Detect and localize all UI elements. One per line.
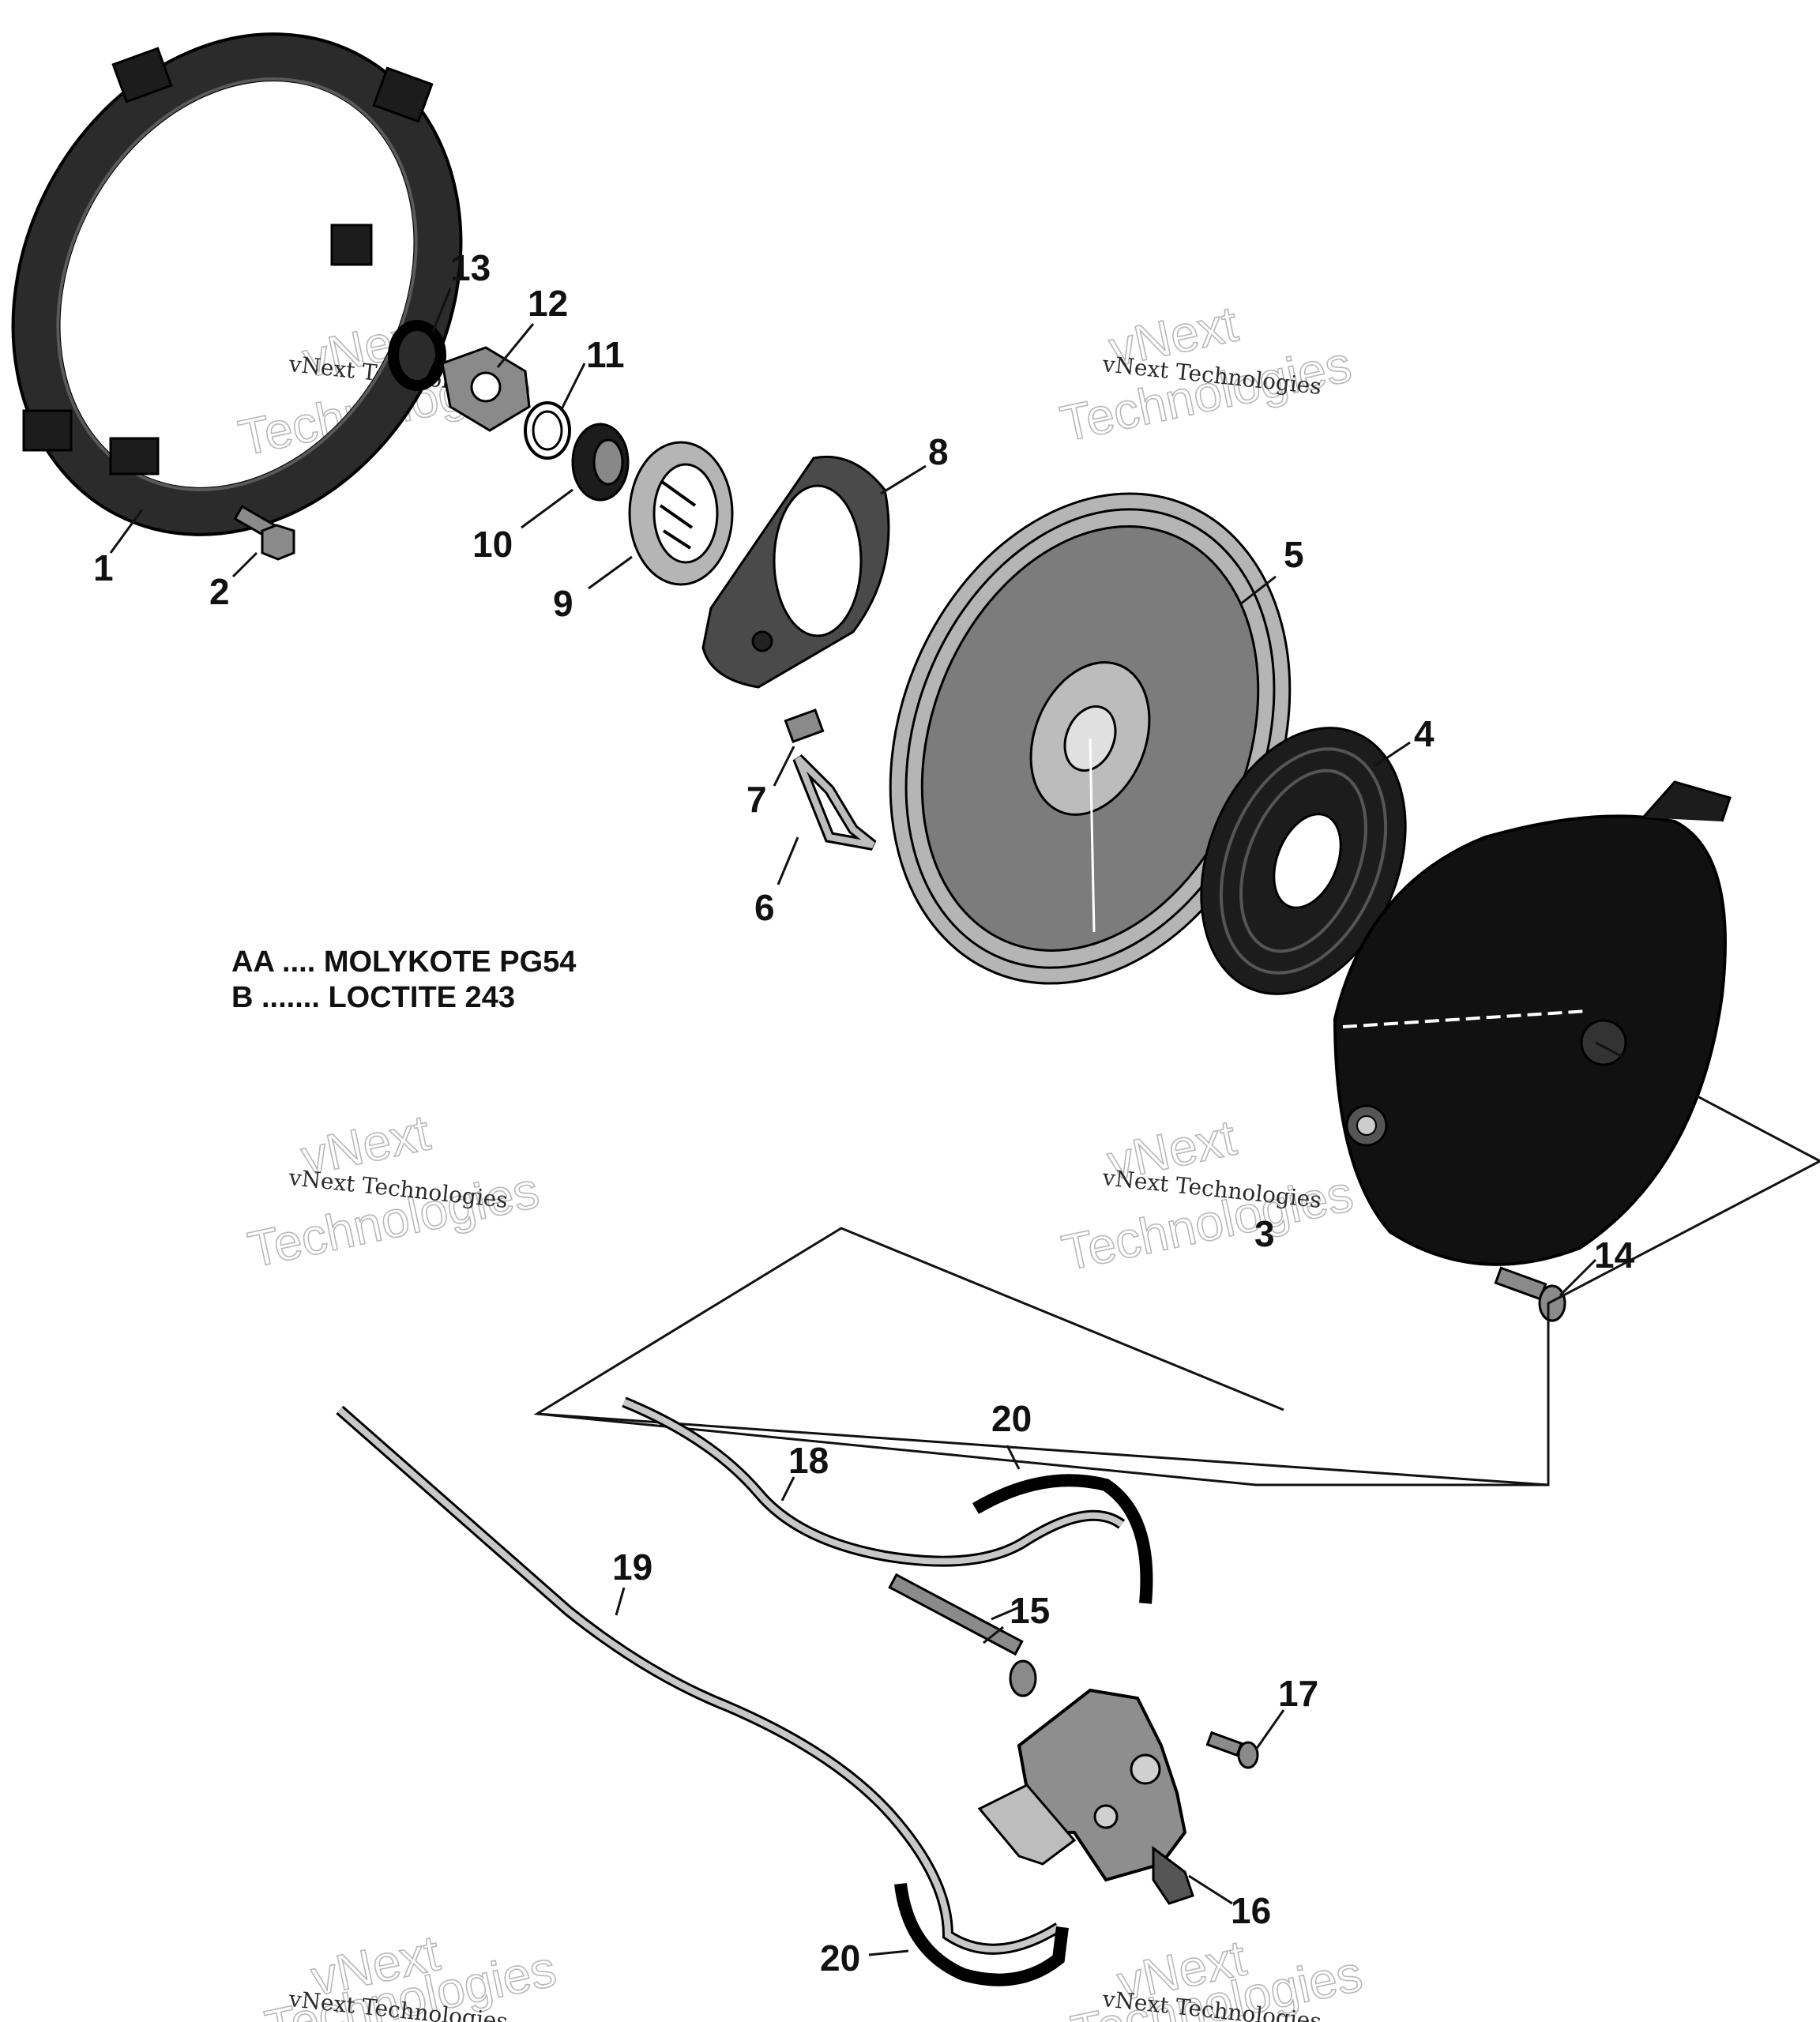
callout-1: 1 [93,547,114,588]
callout-15: 15 [1010,1590,1050,1631]
part-13-ring [388,320,446,391]
callout-9: 9 [553,583,573,624]
part-5-pulley [889,492,1292,985]
callout-13: 13 [450,247,491,288]
part-11-washer [524,401,571,460]
callout-8: 8 [928,431,949,472]
part-4-spring [1200,727,1407,995]
part-16-pump [977,1688,1194,1905]
part-17-screw [1205,1731,1259,1769]
callout-6: 6 [754,887,775,928]
assembly-outline [533,1159,1820,1486]
leader-lines [109,288,1597,1956]
part-19-cable [336,1405,1062,1955]
part-18-cable [622,1396,1126,1567]
part-20-hose-bottom [894,1882,1069,1986]
part-7-pawl [784,708,825,743]
part-12-nut [441,346,531,432]
callout-3: 3 [1254,1213,1275,1254]
callout-18: 18 [788,1440,829,1481]
watermark-bottom-right: vNext Technologies [1066,1928,1367,2022]
part-10-seal [571,423,630,502]
callout-12: 12 [528,283,568,324]
part-15-bolt [888,1573,1037,1697]
note-molykote: AA .... MOLYKOTE PG54 [231,945,576,979]
part-14-bolt [1494,1266,1566,1322]
callout-14: 14 [1594,1235,1635,1276]
part-20-hose-top [972,1474,1153,1604]
callouts: 1 2 3 4 5 6 7 8 9 10 11 12 13 14 15 16 1… [93,247,1635,1979]
callout-10: 10 [472,524,513,565]
part-8-cam [701,455,890,689]
callout-20-top: 20 [991,1398,1032,1439]
callout-20-bottom: 20 [820,1937,860,1979]
callout-19: 19 [612,1547,652,1588]
part-1-ring [11,32,463,536]
callout-17: 17 [1278,1673,1318,1714]
callout-4: 4 [1414,713,1435,754]
part-3-housing [1333,780,1820,1266]
callout-2: 2 [209,571,230,612]
part-2-bolt [233,505,295,561]
callout-7: 7 [746,779,767,820]
callout-11: 11 [586,334,625,375]
part-9-ratchet [628,441,734,586]
callout-5: 5 [1284,534,1304,575]
note-loctite: B ....... LOCTITE 243 [231,981,515,1014]
callout-16: 16 [1231,1890,1271,1931]
part-6-handle [792,754,877,851]
legend-notes: AA .... MOLYKOTE PG54 B ....... LOCTITE … [231,945,576,1014]
